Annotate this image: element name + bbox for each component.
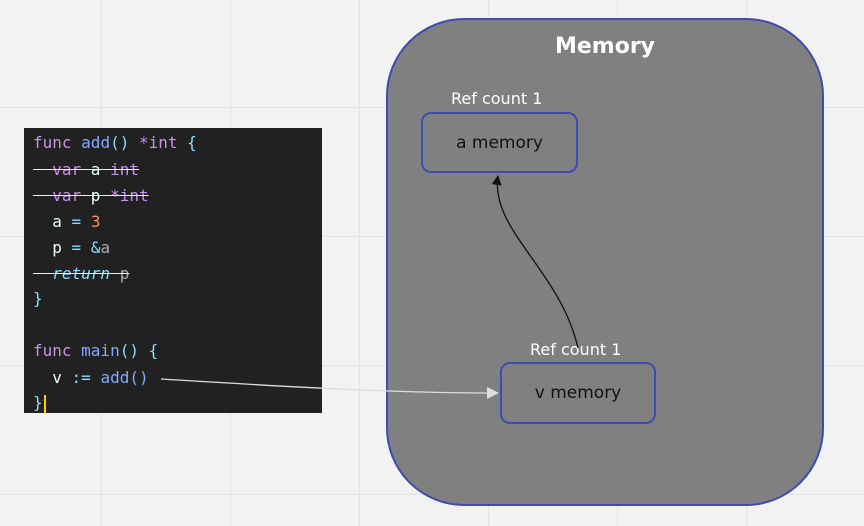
code-token: := [61,368,101,387]
code-token: () [119,341,139,360]
code-editor: func add() *int { var a int var p *int a… [24,128,322,413]
code-line-8: func main() { [33,341,158,361]
code-line-5: p = &a [33,238,110,258]
code-token: a [52,212,62,231]
code-token: a [81,160,111,179]
code-token: { [177,133,197,152]
code-token: p [81,186,111,205]
memory-region [386,18,824,506]
code-token: } [33,393,43,412]
code-token [129,133,139,152]
code-line-1: func add() *int { [33,133,197,153]
v-memory-box[interactable]: v memory [500,362,656,424]
code-line-10: } [33,393,46,413]
code-token: v [52,368,62,387]
code-token: *int [138,133,178,152]
code-line-6: return p [33,264,129,284]
code-token: main [71,341,120,360]
code-token: add [81,133,111,152]
code-token: a [100,238,111,257]
code-line-3: var p *int [33,186,149,206]
memory-title: Memory [554,34,656,59]
code-token: int [110,160,139,179]
code-token: var [52,160,82,179]
v-memory-label: v memory [534,383,622,403]
code-token [72,133,82,152]
code-token: func [33,133,72,152]
code-token: 3 [90,212,101,231]
code-token: var [52,186,82,205]
code-token: return [52,264,111,283]
code-token: p [110,264,130,283]
code-line-2: var a int [33,160,139,180]
code-token: func [33,341,72,360]
code-token: = [61,238,91,257]
code-token: () [110,133,130,152]
code-line-7: } [33,289,43,309]
code-token: & [90,238,101,257]
code-line-9: v := add() [33,368,149,388]
a-memory-box[interactable]: a memory [421,112,578,173]
a-memory-label: a memory [456,132,543,153]
a-ref-count-label: Ref count 1 [451,89,543,108]
text-cursor [43,394,46,413]
code-token: *int [110,186,149,205]
code-token: add() [100,368,149,387]
code-token: p [52,238,62,257]
code-line-4: a = 3 [33,212,100,232]
code-token: } [33,289,43,308]
code-token: = [61,212,91,231]
v-ref-count-label: Ref count 1 [530,340,622,359]
code-token: { [138,341,159,360]
